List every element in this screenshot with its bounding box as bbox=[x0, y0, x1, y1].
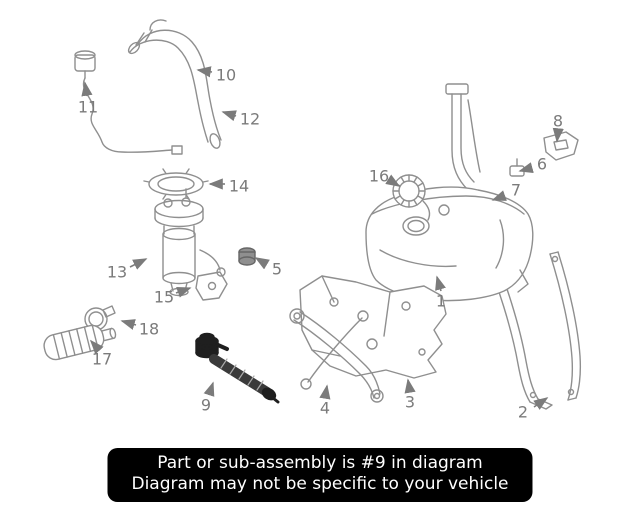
part-label-10: 10 bbox=[216, 66, 236, 85]
part-arrow-12 bbox=[221, 110, 237, 122]
part-label-16: 16 bbox=[369, 167, 389, 186]
bracket-8-illustration bbox=[543, 131, 579, 161]
part-arrow-16 bbox=[385, 174, 401, 187]
part-label-14: 14 bbox=[229, 177, 249, 196]
part-label-1: 1 bbox=[436, 292, 446, 311]
filler-neck-illustration bbox=[445, 83, 481, 191]
fuel-hose-illustration bbox=[127, 19, 222, 149]
part-label-3: 3 bbox=[405, 393, 415, 412]
part-arrow-11 bbox=[81, 81, 93, 97]
part-label-12: 12 bbox=[240, 110, 260, 129]
fuel-filter-illustration bbox=[43, 324, 117, 361]
part-label-8: 8 bbox=[553, 112, 563, 131]
part-arrow-1 bbox=[435, 275, 446, 292]
part-arrow-18 bbox=[120, 319, 137, 330]
fuel-pump-illustration bbox=[154, 188, 226, 297]
part-arrow-4 bbox=[319, 384, 331, 400]
part-arrow-9 bbox=[203, 381, 215, 397]
part-label-11: 11 bbox=[78, 98, 98, 117]
banner-line1: Part or sub-assembly is #9 in diagram bbox=[157, 453, 483, 473]
part-label-13: 13 bbox=[107, 263, 127, 282]
part-label-5: 5 bbox=[272, 260, 282, 279]
part-arrow-10 bbox=[196, 66, 213, 78]
valve-11-illustration bbox=[74, 50, 183, 155]
part-arrow-7 bbox=[491, 190, 507, 201]
part-label-18: 18 bbox=[139, 320, 159, 339]
grommet-5-illustration bbox=[238, 247, 256, 266]
part-label-7: 7 bbox=[511, 181, 521, 200]
part-arrow-13 bbox=[129, 258, 148, 270]
diagram-artwork bbox=[43, 19, 582, 410]
part-label-2: 2 bbox=[518, 403, 528, 422]
part-arrow-8 bbox=[552, 127, 564, 143]
part-label-9: 9 bbox=[201, 396, 211, 415]
clip-6-illustration bbox=[509, 158, 525, 177]
part-arrow-17 bbox=[89, 339, 104, 355]
highlighted-part-9-illustration bbox=[195, 332, 280, 404]
part-arrow-2 bbox=[533, 397, 549, 410]
part-arrow-6 bbox=[518, 162, 534, 174]
part-arrow-15 bbox=[175, 287, 192, 298]
bracket-15-illustration bbox=[195, 271, 228, 301]
part-label-6: 6 bbox=[537, 155, 547, 174]
part-arrow-3 bbox=[404, 378, 416, 394]
part-label-15: 15 bbox=[154, 288, 174, 307]
part-label-4: 4 bbox=[320, 399, 330, 418]
banner-line2: Diagram may not be specific to your vehi… bbox=[131, 474, 509, 494]
part-label-17: 17 bbox=[92, 350, 112, 369]
support-bracket-illustration bbox=[289, 308, 384, 403]
fuel-tank-illustration bbox=[365, 186, 534, 302]
part-arrow-5 bbox=[254, 257, 270, 270]
lock-ring-illustration bbox=[143, 168, 209, 200]
info-banner: Part or sub-assembly is #9 in diagram Di… bbox=[107, 448, 533, 502]
